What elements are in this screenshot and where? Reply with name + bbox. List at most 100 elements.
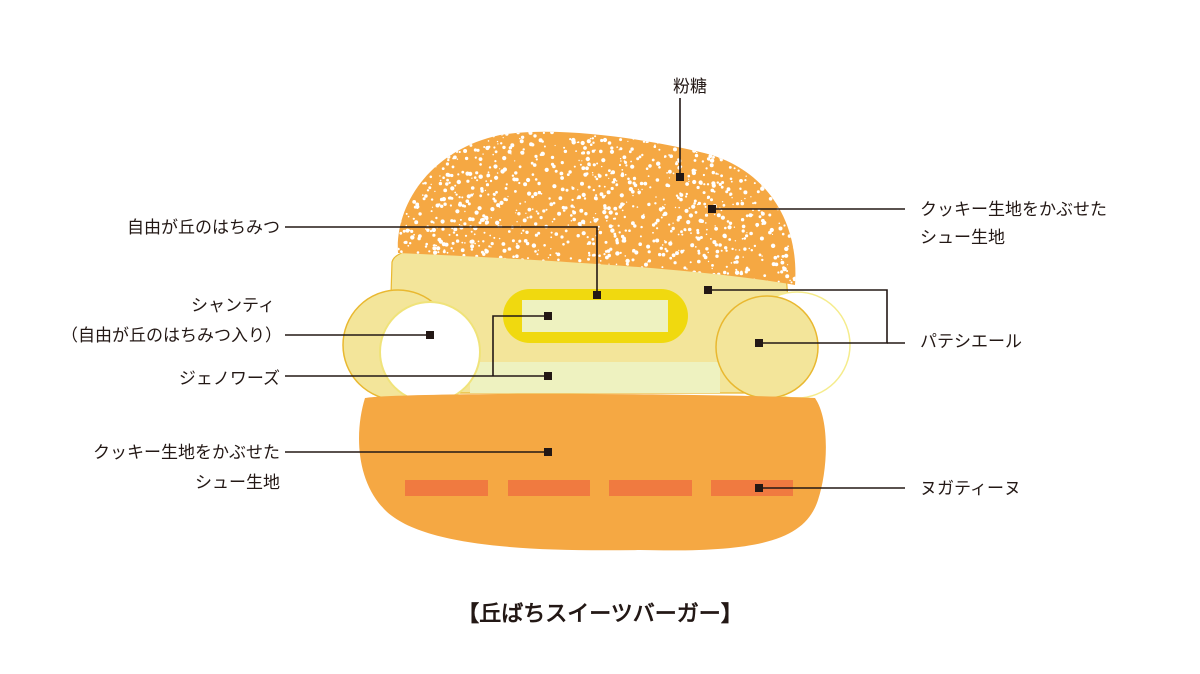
sugar-dot: [620, 202, 625, 207]
sugar-dot: [533, 134, 537, 138]
sugar-dot: [772, 160, 777, 165]
sugar-dot: [718, 243, 722, 247]
sugar-dot: [615, 263, 618, 266]
sugar-dot: [720, 209, 723, 212]
sugar-dot: [397, 197, 401, 201]
sugar-dot: [449, 204, 452, 207]
sugar-dot: [622, 155, 627, 160]
sugar-dot: [778, 222, 781, 225]
sugar-dot: [748, 161, 750, 164]
sugar-dot: [439, 134, 444, 138]
sugar-dot: [502, 248, 507, 253]
sugar-dot: [443, 138, 448, 143]
sugar-dot: [602, 210, 607, 215]
sugar-dot: [435, 244, 438, 247]
sugar-dot: [640, 225, 643, 229]
nougatine-piece: [508, 480, 590, 496]
sugar-dot: [782, 266, 787, 272]
sugar-dot: [694, 144, 698, 149]
sugar-dot: [490, 207, 495, 212]
sugar-dot: [581, 231, 586, 236]
sugar-dot: [767, 154, 771, 158]
sugar-dot: [430, 210, 433, 213]
sugar-dot: [527, 207, 532, 212]
sugar-dot: [571, 137, 576, 143]
sugar-dot: [664, 247, 667, 251]
sugar-dot: [439, 175, 441, 177]
sugar-dot: [484, 221, 488, 225]
sugar-dot: [542, 209, 546, 213]
sugar-dot: [712, 155, 715, 159]
sugar-dot: [719, 158, 723, 162]
sugar-dot: [760, 166, 765, 171]
sugar-dot: [576, 234, 580, 238]
sugar-dot: [753, 244, 757, 248]
sugar-dot: [651, 223, 656, 227]
sugar-dot: [714, 225, 716, 227]
sugar-dot: [605, 173, 608, 177]
sugar-dot: [687, 174, 691, 178]
sugar-dot: [394, 205, 397, 208]
sugar-dot: [485, 180, 488, 183]
sugar-dot: [638, 242, 642, 246]
sugar-dot: [683, 228, 687, 232]
sugar-dot: [402, 181, 404, 184]
sugar-dot: [465, 171, 470, 176]
sugar-dot: [745, 234, 749, 238]
sugar-dot: [557, 258, 560, 262]
sugar-dot: [716, 181, 719, 184]
sugar-dot: [767, 153, 769, 156]
sugar-dot: [658, 166, 661, 169]
sugar-dot: [460, 248, 465, 253]
sugar-dot: [397, 228, 399, 231]
sugar-dot: [534, 222, 538, 226]
sugar-dot: [428, 250, 431, 253]
sugar-dot: [782, 209, 785, 211]
sugar-dot: [528, 131, 533, 135]
sugar-dot: [790, 281, 793, 284]
sugar-dot: [692, 179, 697, 185]
sugar-dot: [543, 145, 546, 148]
sugar-dot: [579, 163, 582, 166]
sugar-dot: [779, 127, 781, 129]
sugar-dot: [529, 215, 533, 219]
sugar-dot: [474, 210, 479, 215]
sugar-dot: [537, 249, 539, 251]
sugar-dot: [758, 253, 762, 257]
sugar-dot: [670, 240, 672, 242]
sugar-dot: [706, 228, 708, 231]
sugar-dot: [740, 201, 745, 206]
sugar-dot: [585, 166, 589, 171]
sugar-dot: [432, 156, 434, 159]
sugar-dot: [450, 247, 453, 250]
sugar-dot: [650, 137, 652, 139]
sugar-dot: [457, 131, 462, 133]
sugar-dot: [615, 180, 618, 182]
sugar-dot: [592, 253, 596, 257]
sugar-dot: [750, 196, 752, 198]
sugar-dot: [510, 131, 513, 132]
sugar-dot: [410, 235, 415, 240]
sugar-dot: [751, 154, 756, 159]
sugar-dot: [482, 153, 484, 155]
sugar-dot: [487, 140, 490, 142]
sugar-dot: [781, 232, 785, 236]
sugar-dot: [430, 158, 435, 163]
sugar-dot: [738, 132, 740, 134]
sugar-dot: [646, 244, 651, 249]
sugar-dot: [500, 142, 503, 145]
sugar-dot: [449, 153, 451, 155]
sugar-dot: [423, 162, 425, 165]
sugar-dot: [697, 259, 701, 264]
sugar-dot: [703, 202, 707, 206]
sugar-dot: [565, 188, 569, 192]
sugar-dot: [583, 146, 587, 150]
sugar-dot: [490, 246, 492, 248]
sugar-dot: [467, 140, 470, 143]
sugar-dot: [691, 205, 694, 207]
sugar-dot: [777, 271, 780, 274]
sugar-dot: [584, 212, 588, 216]
label-bottom-choux-2: シュー生地: [195, 473, 280, 493]
sugar-dot: [600, 138, 604, 143]
sugar-dot: [587, 251, 591, 255]
